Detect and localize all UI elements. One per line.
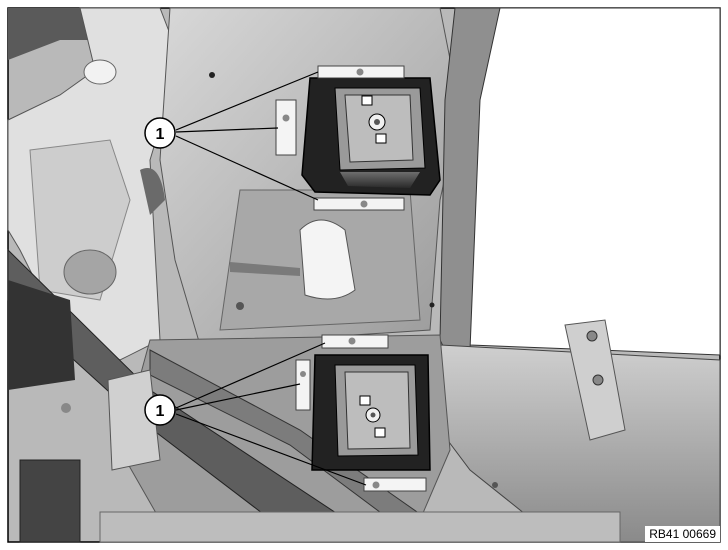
window-opening xyxy=(299,219,356,300)
shim-bottom-1 xyxy=(313,197,405,211)
bracket-shadow xyxy=(140,168,165,215)
oval-cutout xyxy=(63,249,117,295)
upper-hole xyxy=(83,59,117,85)
upper-callout-leaders xyxy=(175,71,319,201)
callout-1-lower: 1 xyxy=(144,394,176,426)
callout-1-upper: 1 xyxy=(144,117,176,149)
bottom-strip xyxy=(99,511,621,543)
callout-label: 1 xyxy=(156,126,165,143)
callout-label: 1 xyxy=(156,403,165,420)
bracket-bolt-2 xyxy=(592,374,604,386)
lower-callout-leaders xyxy=(175,342,367,486)
hole-2 xyxy=(236,302,244,310)
panel-ridge xyxy=(230,262,300,276)
lower-left-bracket xyxy=(19,459,81,543)
lower-bracket xyxy=(295,334,431,492)
hole-4 xyxy=(61,403,71,413)
hole-1 xyxy=(209,72,215,78)
upper-bracket xyxy=(275,65,441,211)
hole-5 xyxy=(492,482,498,488)
pillar-node xyxy=(107,369,161,471)
window-glass-area xyxy=(469,7,721,356)
shim-side-1 xyxy=(275,99,297,156)
reference-code: RB41 00669 xyxy=(645,526,720,542)
bracket-bolt-1 xyxy=(586,330,598,342)
hole-3 xyxy=(429,302,435,308)
lower-left-dark-block xyxy=(8,280,75,390)
